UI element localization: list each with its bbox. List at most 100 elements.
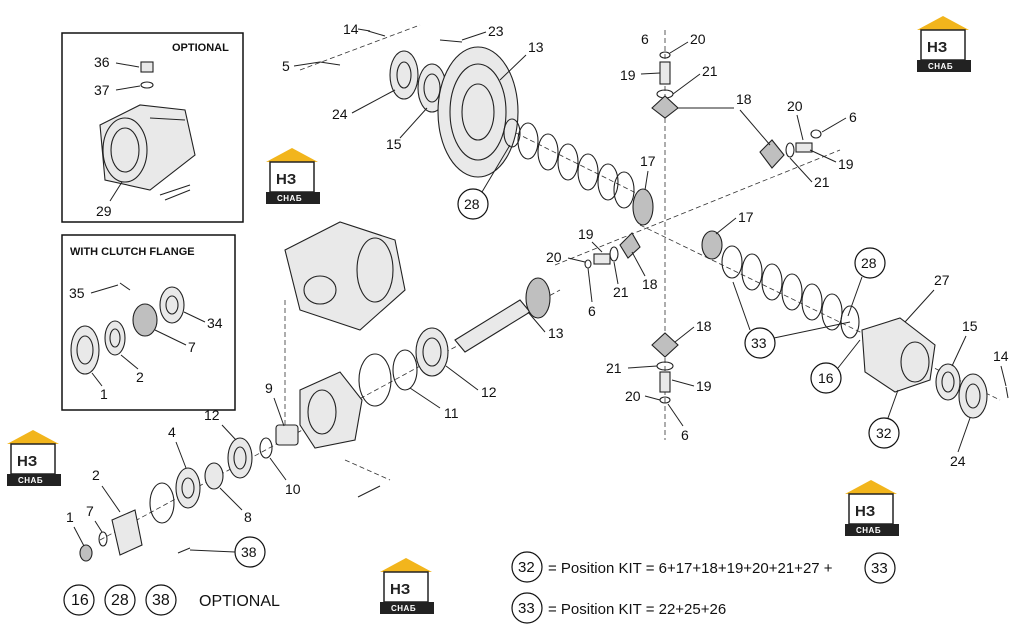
nut-part-1: [79, 544, 93, 562]
callout-15b: 15: [962, 318, 978, 334]
callout-labels: 14 23 5 13 24 15 28 6 20 19 21 18 20 6 1…: [66, 21, 1009, 568]
callout-28b: 28: [861, 255, 877, 271]
callout-6c: 6: [588, 303, 596, 319]
svg-text:СНАБ: СНАБ: [856, 526, 881, 535]
watermark-logo: HЗ СНАБ: [266, 148, 320, 204]
callout-11: 11: [444, 405, 459, 421]
callout-18c: 18: [642, 276, 658, 292]
seal-part-4: [175, 467, 201, 509]
inset-optional: OPTIONAL 36 37 29: [61, 32, 244, 223]
callout-7b: 7: [86, 503, 94, 519]
callout-6: 6: [641, 31, 649, 47]
callout-19d: 19: [696, 378, 712, 394]
sleeve-part-7: [132, 303, 158, 337]
callout-20: 20: [690, 31, 706, 47]
housing-and-pinion: [79, 189, 551, 562]
svg-text:СНАБ: СНАБ: [277, 194, 302, 203]
bearing-part-1: [70, 325, 100, 375]
plug-part-36: [140, 61, 154, 73]
callout-8: 8: [244, 509, 252, 525]
callout-32: 32: [876, 425, 892, 441]
callout-38: 38: [241, 544, 257, 560]
svg-text:HЗ: HЗ: [855, 503, 875, 520]
axle-housing: [284, 221, 406, 331]
o-ring-part-37: [140, 81, 154, 89]
callout-9: 9: [265, 380, 273, 396]
callout-18: 18: [736, 91, 752, 107]
callout-37: 37: [94, 82, 110, 98]
side-gear-part-17a: [632, 188, 654, 226]
legend-optional-text: OPTIONAL: [199, 593, 280, 610]
callout-14: 14: [343, 21, 359, 37]
callout-14b: 14: [993, 348, 1009, 364]
callout-17: 17: [640, 153, 656, 169]
legend-optional-16: 16: [71, 592, 89, 609]
callout-13b: 13: [548, 325, 564, 341]
legend-kit32-plus-ref: 33: [871, 560, 888, 577]
washer-part-2: [104, 320, 126, 356]
nut-part-24b: [958, 373, 988, 419]
ring-part-11: [392, 349, 418, 391]
flange-housing: [299, 371, 363, 449]
housing-part-29: [99, 104, 196, 191]
callout-12: 12: [204, 407, 220, 423]
o-ring-part-7: [98, 531, 108, 547]
callout-19c: 19: [578, 226, 594, 242]
callout-20c: 20: [546, 249, 562, 265]
svg-text:HЗ: HЗ: [927, 39, 947, 56]
watermark-logo: HЗ СНАБ: [917, 16, 971, 72]
watermark-logo: HЗ СНАБ: [7, 430, 61, 486]
callout-24b: 24: [950, 453, 966, 469]
callout-21d: 21: [606, 360, 622, 376]
callout-6b: 6: [849, 109, 857, 125]
callout-16: 16: [818, 370, 834, 386]
svg-text:HЗ: HЗ: [390, 581, 410, 598]
callout-24: 24: [332, 106, 348, 122]
callout-34: 34: [207, 315, 223, 331]
legend-kit32-text: = Position KIT = 6+17+18+19+20+21+27 +: [548, 560, 833, 577]
callout-18d: 18: [696, 318, 712, 334]
callout-29: 29: [96, 203, 112, 219]
callout-21b: 21: [814, 174, 830, 190]
callout-19: 19: [620, 67, 636, 83]
callout-35: 35: [69, 285, 85, 301]
callout-17b: 17: [738, 209, 754, 225]
clutch-part-34: [159, 286, 185, 324]
top-parts: [319, 30, 654, 226]
differential-case: [721, 245, 1009, 419]
callout-2: 2: [136, 369, 144, 385]
inset-optional-title: OPTIONAL: [172, 42, 229, 54]
callout-28: 28: [464, 196, 480, 212]
inset-clutch-flange: WITH CLUTCH FLANGE 35 34 7 2 1: [61, 234, 236, 411]
callout-19b: 19: [838, 156, 854, 172]
callout-23: 23: [488, 23, 504, 39]
callout-10: 10: [285, 481, 301, 497]
svg-text:HЗ: HЗ: [17, 453, 37, 470]
svg-text:СНАБ: СНАБ: [928, 62, 953, 71]
callout-5: 5: [282, 58, 290, 74]
callout-1b: 1: [66, 509, 74, 525]
yoke-part-2: [111, 509, 143, 556]
legend-kit33-text: = Position KIT = 22+25+26: [548, 601, 726, 618]
watermark-logo: HЗ СНАБ: [380, 558, 434, 614]
legend: 16 28 38 OPTIONAL 32 = Position KIT = 6+…: [63, 551, 896, 624]
svg-text:HЗ: HЗ: [276, 171, 296, 188]
legend-optional-28: 28: [111, 592, 129, 609]
callout-6d: 6: [681, 427, 689, 443]
svg-text:СНАБ: СНАБ: [391, 604, 416, 613]
watermark-logos: HЗ СНАБ HЗ СНАБ HЗ СНАБ HЗ СНАБ: [7, 16, 971, 614]
bearing-part-12b: [415, 327, 449, 377]
callout-36: 36: [94, 54, 110, 70]
nut-part-8: [204, 462, 224, 490]
pinion-shaft-part-13: [454, 299, 531, 353]
diff-case-part-27: [861, 317, 936, 393]
callout-27: 27: [934, 272, 950, 288]
callout-33: 33: [751, 335, 767, 351]
spider-parts: [584, 51, 822, 404]
callout-21: 21: [702, 63, 718, 79]
watermark-logo: HЗ СНАБ: [845, 480, 899, 536]
callout-21c: 21: [613, 284, 629, 300]
ring-part-10: [259, 437, 273, 459]
bearing-part-12a: [227, 437, 253, 479]
